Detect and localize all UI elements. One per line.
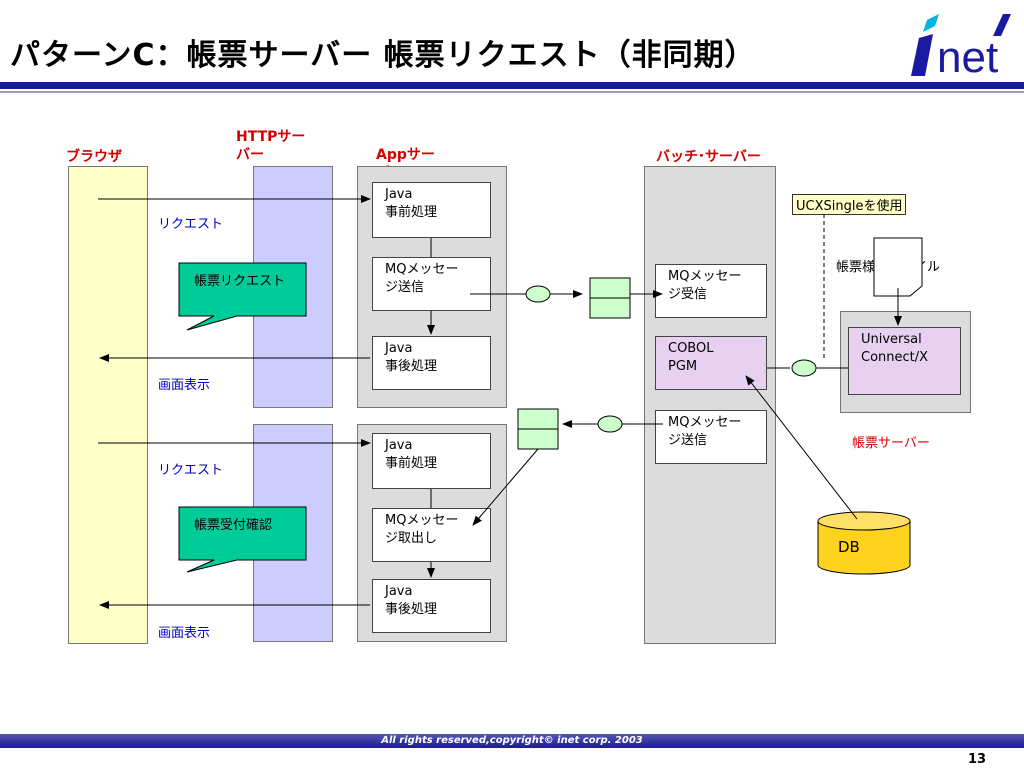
queue-to-mq-get-arrow — [472, 448, 539, 526]
mq-send-box: MQメッセー ジ送信 — [372, 257, 491, 311]
callout-request-shape — [178, 262, 307, 331]
java-post-process-box-2: Java 事後処理 — [372, 579, 491, 633]
db-cylinder-top — [817, 511, 911, 531]
browser-label: ブラウザ — [66, 149, 122, 165]
display-label-2: 画面表示 — [158, 626, 211, 641]
universal-connect-box: Universal Connect/X — [848, 327, 961, 395]
mq-receive-box: MQメッセー ジ受信 — [655, 264, 767, 318]
form-file-document — [873, 237, 923, 297]
java-pre-process-box-2: Java 事前処理 — [372, 433, 491, 489]
db-label: DB — [838, 538, 860, 556]
java-post-process-box-1: Java 事後処理 — [372, 336, 491, 390]
page-number: 13 — [968, 752, 987, 767]
callout-request-text: 帳票リクエスト — [194, 274, 286, 289]
batch-server-column — [644, 166, 776, 644]
browser-column — [68, 166, 148, 644]
display-label-1: 画面表示 — [158, 378, 211, 393]
http-server-label: HTTPサー バー — [236, 129, 306, 163]
request-label-2: リクエスト — [158, 463, 224, 478]
page-title: パターンC：帳票サーバー 帳票リクエスト（非同期） — [10, 38, 756, 73]
message-token-1 — [525, 285, 551, 303]
batch-server-label: バッチ･サーバー — [656, 149, 761, 165]
java-pre-process-box-1: Java 事前処理 — [372, 182, 491, 238]
footer-copyright: All rights reserved,copyright© inet corp… — [381, 735, 643, 746]
mq-get-box: MQメッセー ジ取出し — [372, 508, 491, 562]
message-token-3 — [791, 359, 817, 377]
db-to-cobol-arrow — [745, 375, 858, 520]
message-token-2 — [597, 415, 623, 433]
mq-send-box-batch: MQメッセー ジ送信 — [655, 410, 767, 464]
db-cylinder-body — [817, 521, 911, 575]
svg-text:net: net — [937, 33, 998, 78]
ucx-note: UCXSingleを使用 — [792, 194, 907, 215]
form-server-caption: 帳票サーバー — [852, 436, 930, 451]
header-rule-thin — [0, 91, 1024, 93]
header-rule — [0, 82, 1024, 89]
footer-bar — [0, 734, 1024, 748]
request-label-1: リクエスト — [158, 217, 224, 232]
callout-accept-text: 帳票受付確認 — [194, 518, 273, 533]
company-logo: net — [905, 14, 1015, 82]
callout-accept-shape — [178, 506, 307, 573]
